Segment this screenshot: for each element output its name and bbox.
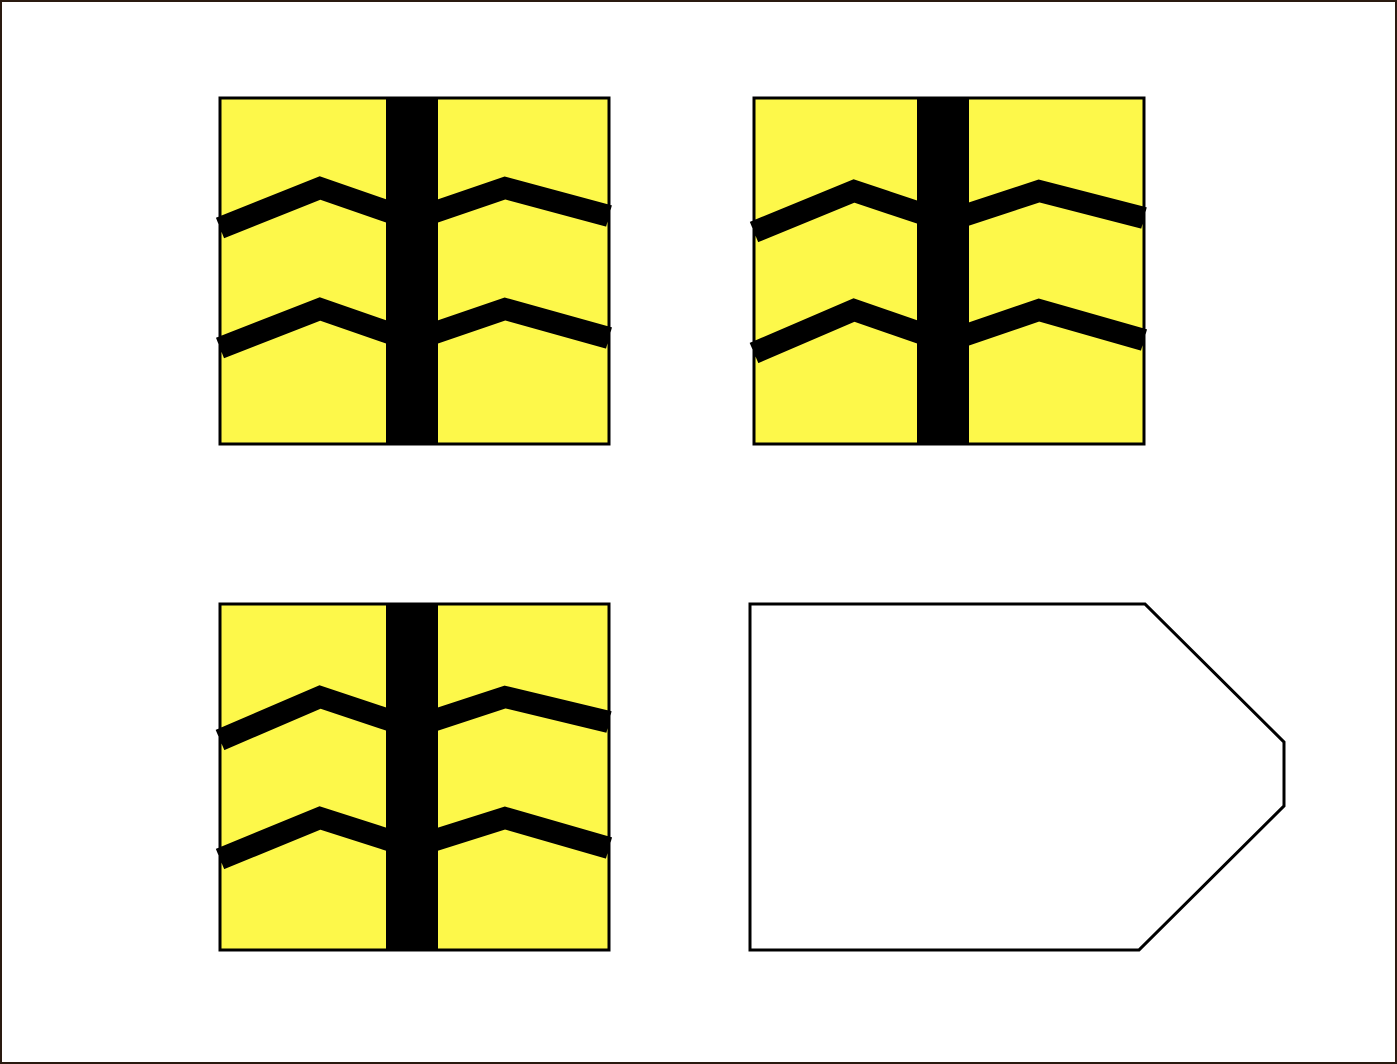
chevron-line-lower — [216, 297, 612, 359]
center-stem — [386, 604, 438, 950]
pentagon-bottom-right — [748, 602, 1286, 952]
chevron-line-upper — [749, 179, 1147, 243]
tile-border — [218, 96, 611, 446]
tile-top-right — [749, 96, 1148, 446]
center-stem — [917, 98, 969, 444]
tile-top-left — [215, 96, 612, 446]
chevron-line-upper — [215, 685, 612, 751]
center-stem — [386, 98, 438, 444]
tile-bottom-left — [215, 602, 613, 952]
tile-border — [752, 96, 1146, 446]
tile-border — [218, 602, 611, 952]
chevron-line-upper — [215, 176, 612, 239]
chevron-line-lower — [215, 806, 613, 870]
chevron-line-lower — [749, 298, 1148, 364]
